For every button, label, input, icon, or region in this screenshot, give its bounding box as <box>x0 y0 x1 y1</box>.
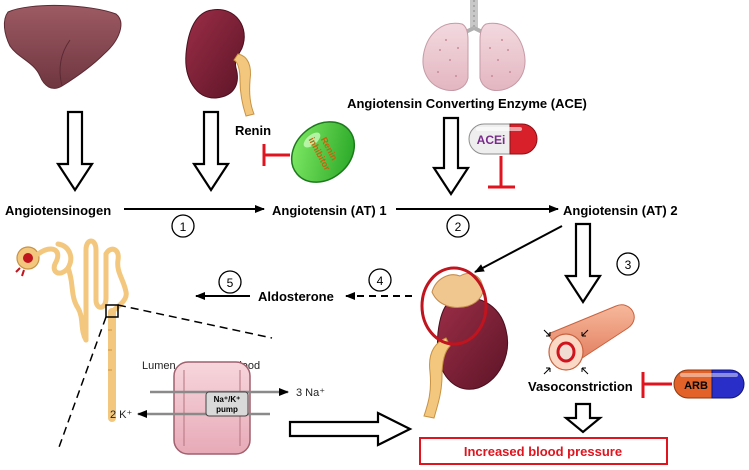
step-2-badge: 2 <box>446 214 470 238</box>
svg-text:5: 5 <box>227 276 234 290</box>
svg-text:1: 1 <box>180 220 187 234</box>
hollow-arrow-vasoconstriction <box>562 402 604 434</box>
acei-pill: ACEi <box>468 123 538 155</box>
na-k-pump: Na⁺/K⁺ pump <box>205 391 249 417</box>
arb-pill: ARB <box>673 369 745 399</box>
arb-inhibit-bar <box>641 372 672 398</box>
renin-inhibitor-pill: Renin inhibitor <box>290 121 356 183</box>
vasoconstriction-label: Vasoconstriction <box>528 379 633 394</box>
hollow-arrow-kidney <box>191 110 231 193</box>
hollow-arrow-ace <box>431 116 471 197</box>
hollow-arrow-liver <box>55 110 95 193</box>
renin-label: Renin <box>235 123 271 138</box>
svg-text:4: 4 <box>377 274 384 288</box>
renin-inhibit-bar <box>262 144 290 166</box>
kidney-icon <box>185 9 255 117</box>
aldosterone-label: Aldosterone <box>258 289 334 304</box>
step-3-badge: 3 <box>616 252 640 276</box>
arb-label: ARB <box>684 380 708 392</box>
zoom-line-top <box>117 304 273 339</box>
hollow-arrow-pump <box>288 411 413 447</box>
hollow-arrow-at2 <box>563 222 603 305</box>
liver-icon <box>3 4 122 89</box>
adrenal-highlight-circle <box>420 266 488 346</box>
acei-inhibit-bar <box>488 156 515 189</box>
lungs-icon <box>422 0 526 91</box>
step-4-badge: 4 <box>368 268 392 292</box>
arrow-at2-to-adrenal <box>474 225 563 273</box>
svg-text:3: 3 <box>625 258 632 272</box>
nephron-icon <box>15 238 129 422</box>
acei-label: ACEi <box>477 133 506 147</box>
blood-vessel-icon <box>543 304 635 375</box>
at1-label: Angiotensin (AT) 1 <box>272 203 387 218</box>
pump-label-line1: Na⁺/K⁺ <box>214 395 241 404</box>
nephron-zoom-box <box>105 304 119 318</box>
adrenal-kidney-icon <box>423 273 508 419</box>
step-1-badge: 1 <box>171 214 195 238</box>
zoom-line-bottom <box>57 316 107 451</box>
step-5-badge: 5 <box>218 270 242 294</box>
lumen-label: Lumen <box>142 360 176 372</box>
pump-label-line2: pump <box>216 405 238 414</box>
angiotensinogen-label: Angiotensinogen <box>5 203 111 218</box>
at2-label: Angiotensin (AT) 2 <box>563 203 678 218</box>
increased-bp-label: Increased blood pressure <box>464 444 622 459</box>
na-label: 3 Na⁺ <box>296 387 325 399</box>
k-label: 2 K⁺ <box>110 409 133 421</box>
svg-text:2: 2 <box>455 220 462 234</box>
increased-bp-box: Increased blood pressure <box>419 437 668 465</box>
ace-label: Angiotensin Converting Enzyme (ACE) <box>347 96 587 111</box>
